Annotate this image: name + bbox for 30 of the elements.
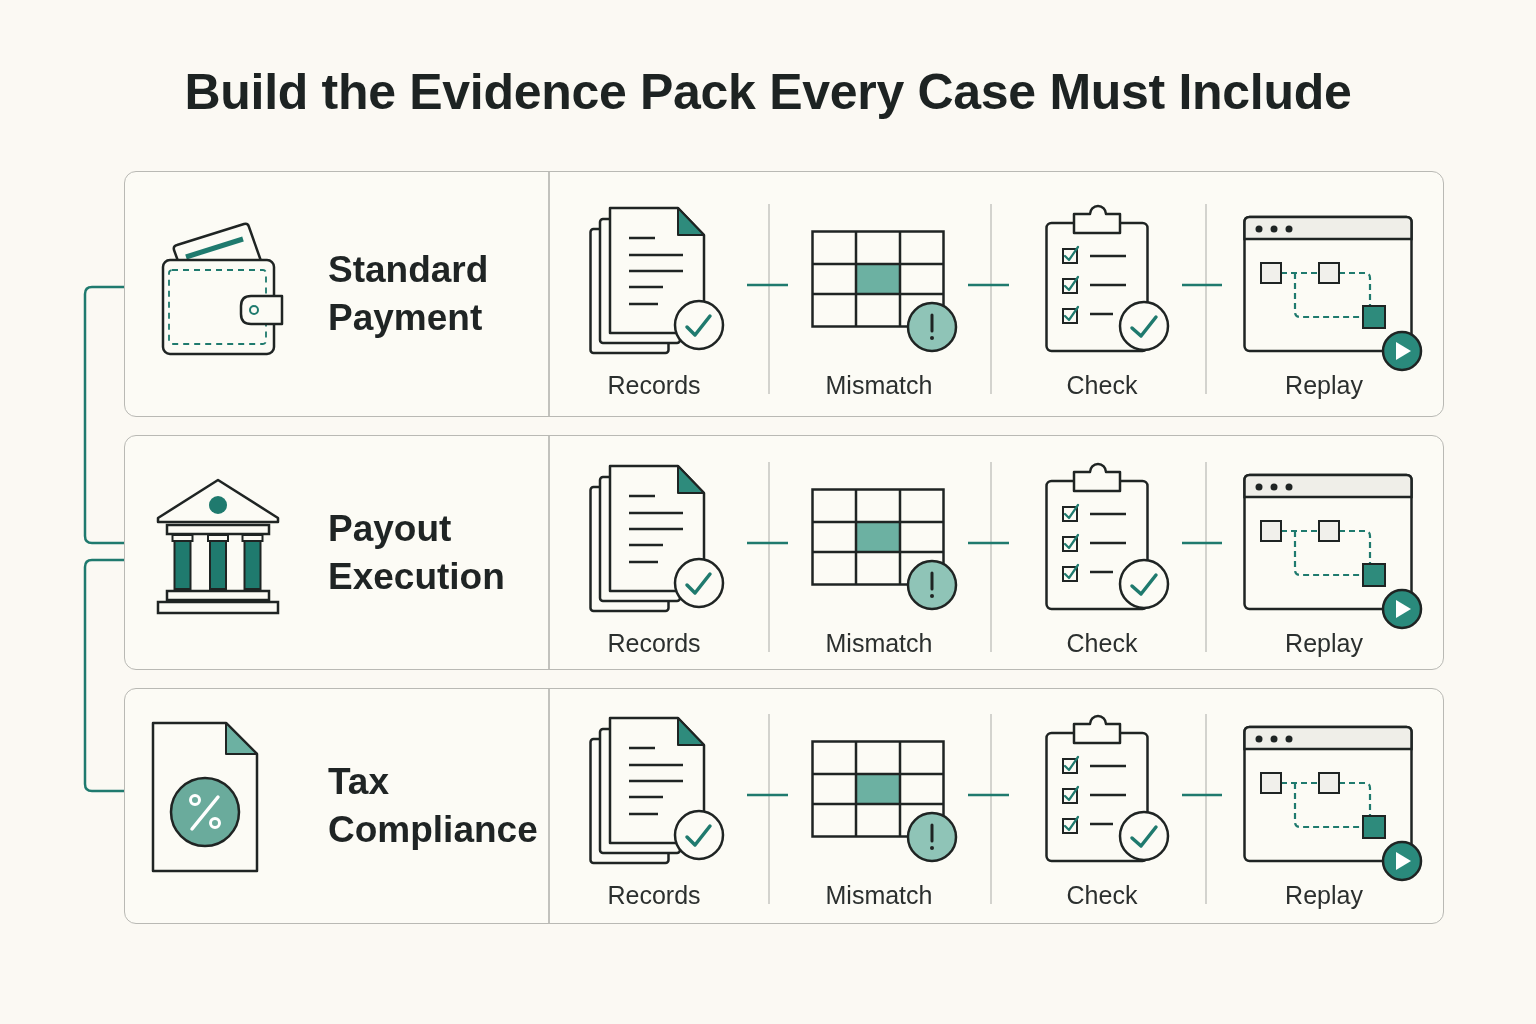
diagram-title: Build the Evidence Pack Every Case Must Include [184,63,1352,122]
step-label: Replay [1285,628,1363,658]
row-card [124,171,1444,417]
connector-line [747,541,788,545]
row-heading: Payout Execution [328,506,505,599]
step-label: Check [1066,370,1138,400]
step-label: Records [607,880,701,910]
connector-line [747,793,788,797]
step-label: Check [1066,880,1138,910]
row-heading: Tax Compliance [328,760,538,852]
connector-line [1182,283,1222,287]
connector-line [968,541,1009,545]
step-label: Mismatch [825,880,933,910]
step-label: Mismatch [825,628,933,658]
step-label: Replay [1285,880,1363,910]
row-heading: Standard Payment [328,248,489,340]
step-label: Records [607,370,701,400]
step-label: Replay [1285,370,1363,400]
connector-line [747,283,788,287]
bracket-connector [83,285,124,545]
step-label: Records [607,628,701,658]
step-label: Mismatch [825,370,933,400]
connector-line [968,793,1009,797]
connector-line [968,283,1009,287]
row-card [124,688,1444,924]
step-label: Check [1066,628,1138,658]
connector-line [1182,793,1222,797]
bracket-connector [83,558,124,793]
row-card [124,435,1444,670]
connector-line [1182,541,1222,545]
